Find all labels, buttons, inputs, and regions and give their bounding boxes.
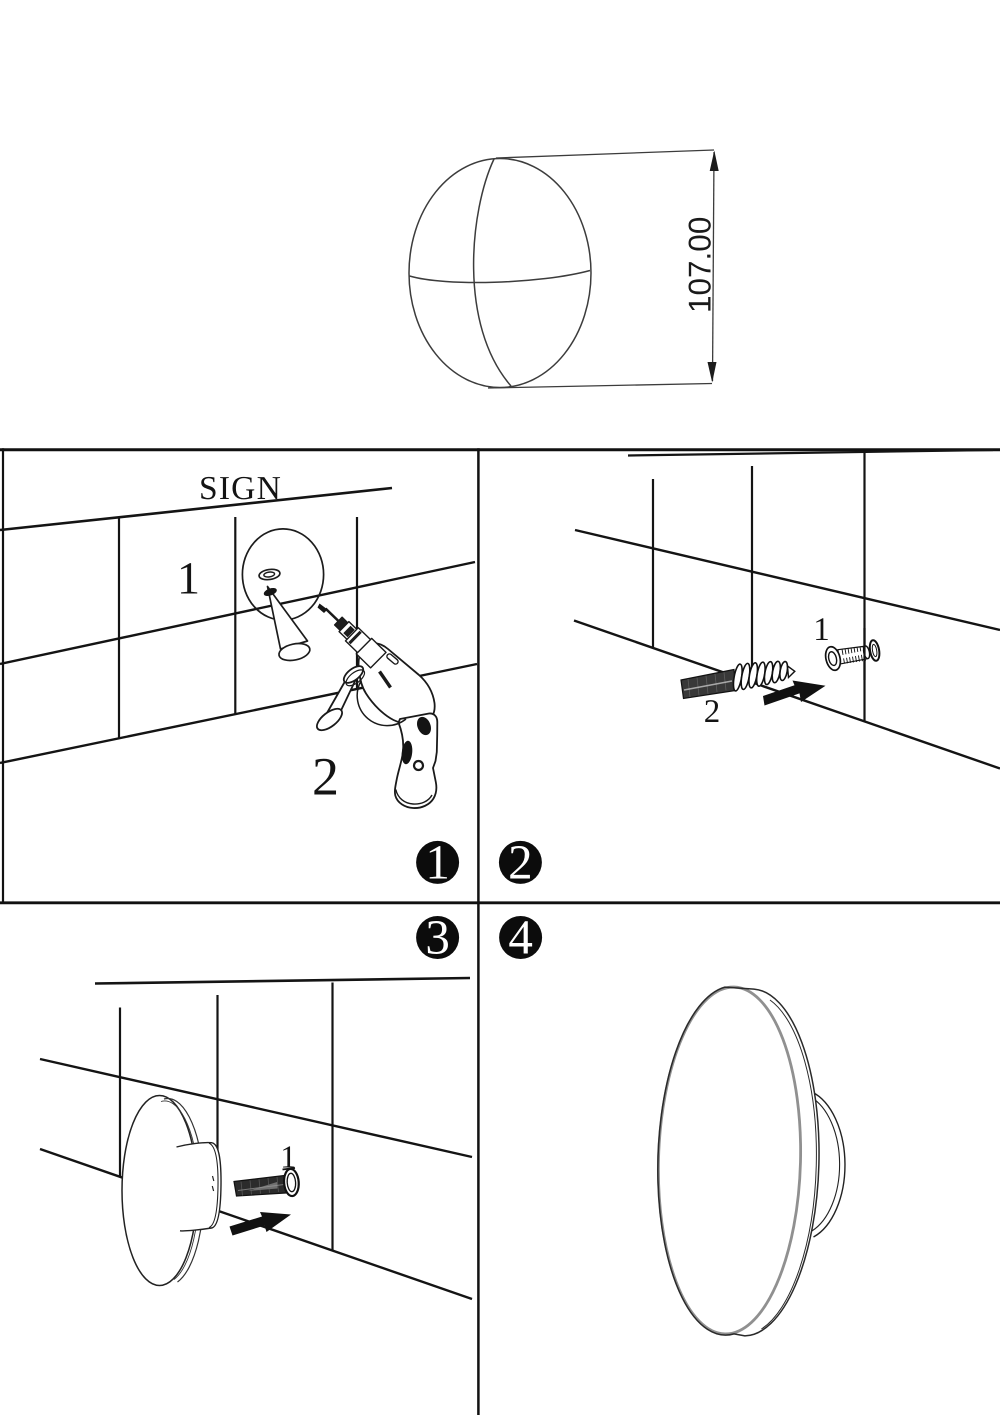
svg-text:107.00: 107.00: [682, 217, 718, 313]
svg-text:2: 2: [312, 747, 339, 807]
svg-text:1: 1: [177, 553, 200, 604]
svg-text:3: 3: [425, 910, 450, 965]
svg-text:1: 1: [813, 612, 830, 648]
svg-text:1: 1: [425, 835, 450, 890]
svg-text:2: 2: [704, 694, 721, 730]
svg-text:1: 1: [280, 1139, 296, 1175]
svg-text:4: 4: [508, 910, 533, 965]
svg-text:2: 2: [508, 835, 533, 890]
svg-text:SIGN: SIGN: [199, 470, 282, 507]
